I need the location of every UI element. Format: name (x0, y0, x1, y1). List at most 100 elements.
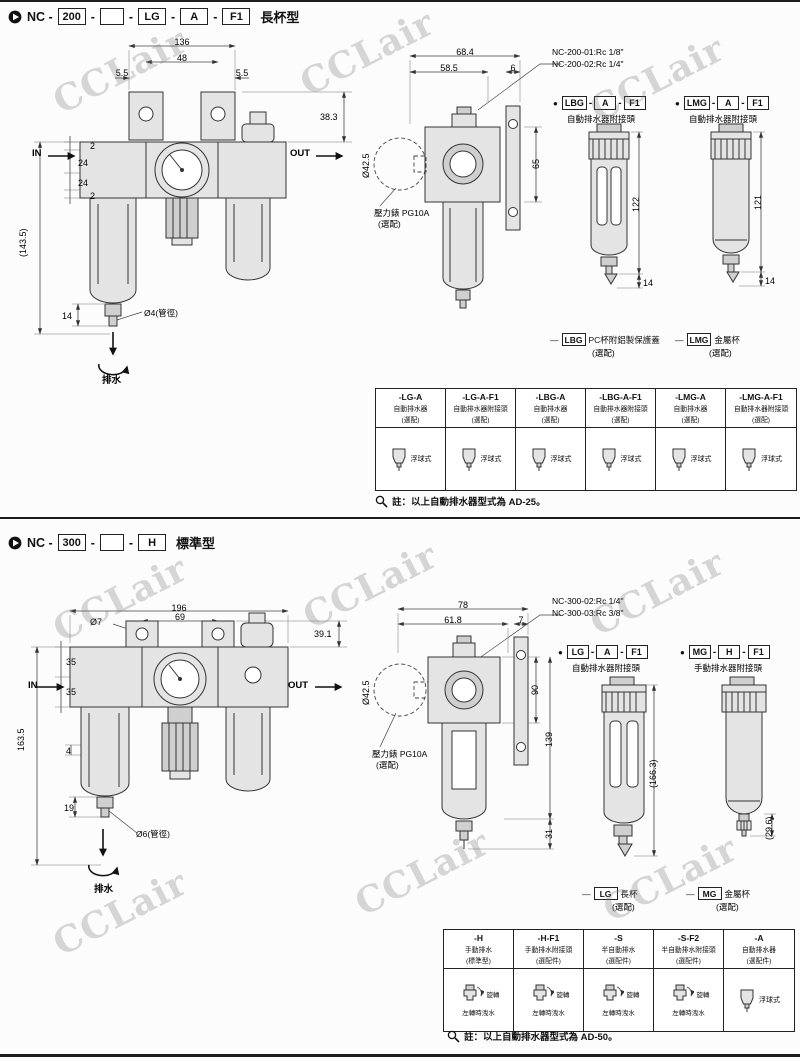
dim-depth-body-label: 58.5 (440, 63, 458, 73)
dim-top-gap-label: 2 (90, 141, 96, 151)
dash: - (620, 646, 624, 658)
drain-indicator (88, 810, 138, 877)
bullet-icon: ● (553, 98, 558, 108)
table-col-header: -LMG-A-F1 自動排水器附接頭 (選配) (726, 389, 796, 428)
gauge-optional-label: (選配) (376, 760, 399, 770)
tag-code-mg: MG (697, 887, 722, 900)
dash: - (741, 97, 745, 109)
rotate-label: 旋轉 (626, 992, 640, 999)
dash: - (90, 9, 95, 24)
option-lbg-drawing (588, 123, 643, 289)
note-text: 註：以上自動排水器型式為 AD-25。 (392, 497, 546, 508)
dash: - (128, 9, 134, 24)
drain-method-label: 左轉時洩水 (462, 1010, 495, 1017)
pipe-dia-label: Ø6(管徑) (136, 829, 171, 839)
dimension-lines (409, 53, 542, 203)
table-cell: 旋轉 左轉時洩水 (514, 969, 584, 1031)
model-type-label: 標準型 (176, 536, 216, 551)
float-type-label: 浮球式 (620, 456, 642, 463)
section-divider (0, 517, 800, 519)
table-col-header: -H-F1 手動排水附接頭 (選配件) (514, 930, 584, 969)
dim-bracket-height-label: 39.1 (314, 629, 332, 639)
table-col-header: -LG-A-F1 自動排水器附接頭 (選配) (446, 389, 516, 428)
code-lmg: LMG (683, 96, 710, 110)
port-thread-note-1: NC-200-01:Rc 1/8" (552, 47, 624, 57)
dim-total-height-label: 163.5 (16, 728, 26, 751)
nc200-drain-options-table: -LG-A 自動排水器 (選配) -LG-A-F1 自動排水器附接頭 (選配) … (375, 388, 797, 491)
float-type-label: 浮球式 (759, 997, 780, 1004)
drain-label: 排水 (102, 375, 122, 386)
option-lbg-height-label: 122 (631, 196, 641, 212)
dim-drain-height-label: 19 (64, 803, 75, 813)
float-type-label: 浮球式 (550, 456, 572, 463)
table-cell: 浮球式 (446, 428, 516, 490)
table-cell: 浮球式 (656, 428, 726, 490)
dim-depth-total-label: 78 (457, 600, 469, 610)
option-mg-tag: — MG 金屬杯 (686, 887, 750, 900)
dim-bracket-height-label: 38.3 (320, 112, 338, 122)
dim-offset-left-label: 5.5 (115, 68, 129, 78)
nc300-side-view (373, 606, 561, 850)
section-marker-icon (8, 10, 22, 23)
filter-unit (79, 141, 147, 327)
float-drain-icon (392, 448, 405, 471)
option-lg-tag: — LG 長杯 (582, 887, 638, 900)
nc200-section: NC - 200 - - LG - A - F1 長杯型 (0, 2, 800, 517)
option-lmg-header: ● LMG - A - F1 (675, 96, 769, 110)
model-code-size: 300 (57, 534, 86, 551)
option-lg-drawing (601, 676, 658, 857)
nc300-model-header: NC - 300 - - H 標準型 (8, 533, 215, 552)
code-lg: LG (566, 645, 589, 659)
section-marker-icon (8, 536, 22, 549)
float-drain-icon (462, 448, 475, 471)
model-code-blank (99, 534, 124, 551)
dim-body-height-label: 90 (530, 684, 540, 695)
float-drain-icon (742, 448, 756, 471)
tag-desc: 金屬杯 (714, 334, 740, 345)
out-port-label: OUT (288, 680, 309, 691)
nc200-note: 註：以上自動排水器型式為 AD-25。 (375, 494, 546, 508)
dim-body-height-label: 65 (531, 158, 541, 169)
code-f1: F1 (625, 645, 648, 659)
port-callout-leader (477, 63, 561, 111)
option-mg-drawing (721, 676, 776, 837)
option-lmg-tag: — LMG 金屬杯 (675, 333, 740, 346)
drain-indicator (98, 311, 143, 376)
model-prefix: NC - (27, 535, 53, 550)
gauge-name-label: 壓力錶 PG10A (372, 749, 428, 759)
model-prefix: NC - (27, 9, 53, 24)
nc300-note: 註：以上自動排水器型式為 AD-50。 (447, 1029, 618, 1043)
mounting-brackets (125, 620, 235, 648)
dim-port-down-label: 35 (66, 687, 77, 697)
code-h: H (718, 645, 741, 659)
port-thread-note-2: NC-300-03:Rc 3/8" (552, 608, 624, 618)
magnifier-icon (447, 1030, 460, 1043)
table-cell: 浮球式 (586, 428, 656, 490)
dimension-lines (397, 606, 554, 850)
tag-dash: — (550, 334, 559, 345)
dim-bowl-height-label: 139 (544, 731, 554, 747)
rotate-label: 旋轉 (486, 992, 500, 999)
dim-bottom-gap-label: 2 (90, 191, 96, 201)
port-thread-note-2: NC-200-02:Rc 1/4" (552, 59, 624, 69)
option-lbg-tag: — LBG PC杯附鋁製保護蓋 (550, 333, 660, 346)
table-col-header: -LBG-A-F1 自動排水器附接頭 (選配) (586, 389, 656, 428)
dim-drain-height-label: 14 (62, 311, 73, 321)
code-f1: F1 (746, 96, 769, 110)
option-lg-height-label: (166.3) (648, 759, 658, 788)
option-lg-header: ● LG - A - F1 (558, 645, 648, 659)
dash: - (171, 9, 176, 24)
option-mg-header: ● MG - H - F1 (680, 645, 770, 659)
tag-code-lmg: LMG (686, 333, 712, 346)
code-a: A (717, 96, 740, 110)
float-drain-icon (672, 448, 685, 471)
dim-port-up-label: 35 (66, 657, 77, 667)
gauge-diameter-label: Ø42.5 (361, 680, 371, 705)
code-mg: MG (688, 645, 711, 659)
tag-code-lbg: LBG (561, 333, 586, 346)
dim-offset-right-label: 5.5 (235, 68, 249, 78)
option-lbg-drain-label: 14 (643, 278, 654, 288)
model-type-label: 長杯型 (260, 10, 300, 25)
model-code-size: 200 (57, 8, 86, 25)
